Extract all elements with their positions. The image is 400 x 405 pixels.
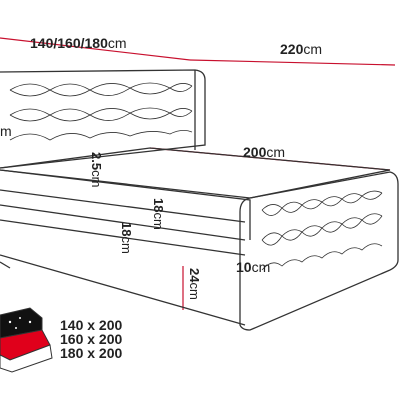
leg-height-label: 10cm <box>236 259 270 275</box>
width-label: 140/160/180cm <box>30 35 127 51</box>
mattress-length-label: 200cm <box>243 144 285 160</box>
headboard-left-label: m <box>0 123 12 139</box>
length-label: 220cm <box>280 41 322 57</box>
size-option: 180 x 200 <box>60 345 122 361</box>
topper-thickness-label: 2.5cm <box>89 152 104 187</box>
bed-body <box>0 147 399 331</box>
mattress-thickness-label: 18cm <box>151 198 166 230</box>
size-option: 160 x 200 <box>60 331 122 347</box>
headboard <box>0 69 206 169</box>
base-thickness-label: 18cm <box>119 222 134 254</box>
size-option: 140 x 200 <box>60 317 122 333</box>
length-dimension-line <box>189 59 396 66</box>
storage-thumbnail <box>0 307 53 373</box>
total-height-label: 24cm <box>187 268 202 300</box>
width-dimension-line <box>0 37 191 61</box>
